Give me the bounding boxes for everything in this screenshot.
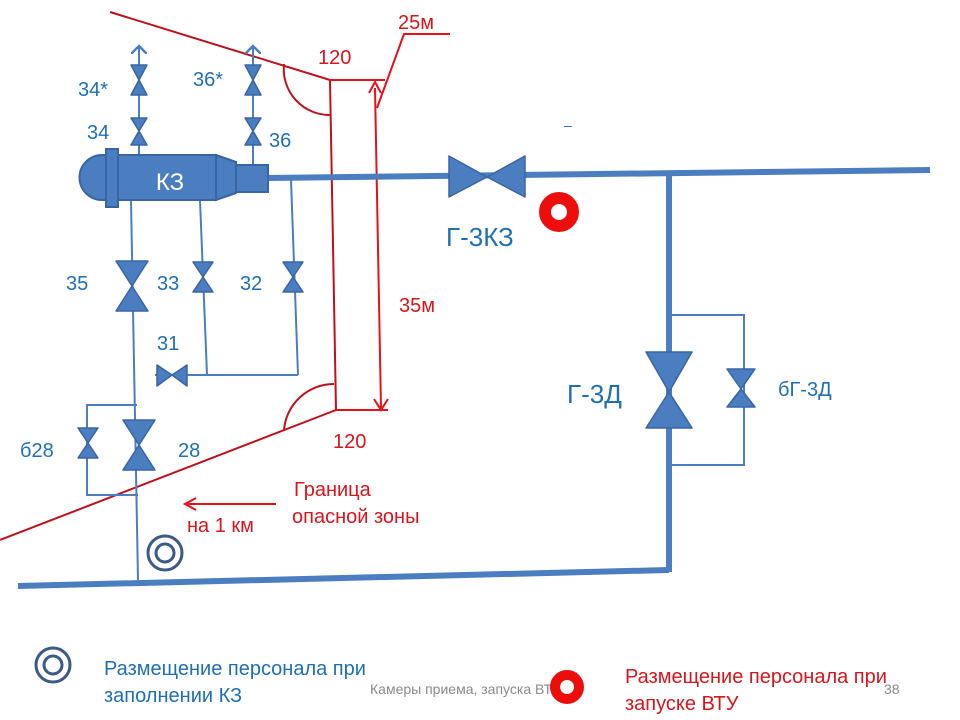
valve-32[interactable] — [282, 261, 304, 293]
red-ring-icon — [539, 192, 579, 232]
personnel-marker-kz — [146, 534, 184, 572]
label-b28: б28 — [20, 440, 54, 462]
bypass-g3d — [669, 314, 745, 466]
red-ring-icon — [550, 670, 584, 704]
valve-34-star[interactable] — [130, 64, 148, 96]
dim-label-35m: 35м — [399, 295, 435, 317]
dim-arrow-up — [368, 79, 382, 94]
bypass-b28 — [86, 404, 138, 496]
angle-arc-bottom — [283, 382, 335, 431]
label-28: 28 — [178, 440, 200, 462]
vessel-nozzle — [235, 164, 269, 193]
valve-b28[interactable] — [77, 427, 99, 459]
valve-36-star[interactable] — [244, 64, 262, 96]
personnel-marker-vtu — [539, 192, 579, 232]
bottom-pipe — [17, 567, 670, 589]
vessel-end-cap — [78, 154, 111, 201]
zone-label-line2: опасной зоны — [292, 506, 419, 528]
distance-label: на 1 км — [187, 515, 254, 537]
drain-35-28 — [130, 199, 139, 581]
vessel-flange — [105, 148, 119, 208]
vessel-reducer — [215, 153, 237, 202]
label-34-star: 34* — [78, 79, 108, 101]
dim-25m-leader — [376, 33, 450, 109]
label-33: 33 — [157, 273, 179, 295]
vessel-body — [117, 154, 217, 201]
legend-vtu-line1: Размещение персонала при — [625, 666, 887, 688]
stray-dash: – — [564, 117, 572, 133]
label-34: 34 — [87, 122, 109, 144]
zone-boundary-top — [109, 11, 331, 81]
legend-kz-filling: Размещение персонала при заполнении КЗ — [34, 646, 366, 707]
dim-35m-line — [374, 87, 382, 409]
distance-arrow-head — [182, 497, 197, 511]
label-35: 35 — [66, 273, 88, 295]
dim-arrow-down — [373, 398, 389, 412]
valve-35[interactable] — [115, 260, 149, 312]
main-pipe — [267, 167, 931, 181]
angle-label-bottom: 120 — [333, 431, 366, 453]
vessel-kz[interactable]: КЗ — [78, 148, 269, 208]
double-circle-icon — [34, 646, 72, 684]
zone-boundary-vertical — [329, 79, 337, 411]
valve-g3kz[interactable] — [448, 155, 526, 198]
valve-28[interactable] — [122, 419, 156, 471]
legend-vtu-launch: Размещение персонала при запуске ВТУ — [550, 666, 887, 715]
angle-label-top: 120 — [318, 47, 351, 69]
valve-g3d[interactable] — [645, 351, 693, 429]
valve-36[interactable] — [244, 117, 262, 146]
zone-label-line1: Граница — [294, 479, 372, 501]
hazard-zone-boundary — [0, 11, 450, 541]
zone-boundary-bottom — [0, 409, 337, 541]
label-g3kz: Г-3КЗ — [446, 222, 514, 252]
label-32: 32 — [240, 273, 262, 295]
label-36-star: 36* — [193, 69, 223, 91]
label-36: 36 — [269, 130, 291, 152]
double-circle-icon — [146, 534, 184, 572]
legend-kz-line2: заполнении КЗ — [104, 685, 242, 707]
valve-34[interactable] — [130, 117, 148, 146]
drain-32 — [290, 179, 299, 376]
dim-label-25m: 25м — [398, 12, 434, 34]
legend-vtu-line2: запуске ВТУ — [625, 693, 739, 715]
pipework — [17, 46, 931, 589]
footer-page-number: 38 — [884, 681, 900, 697]
vessel-label: КЗ — [156, 169, 184, 196]
label-31: 31 — [157, 333, 179, 355]
angle-arc-top — [282, 63, 332, 117]
valve-31[interactable] — [156, 364, 188, 387]
footer-slide-title: Камеры приема, запуска ВТУ — [370, 681, 561, 697]
label-bg3d: бГ-3Д — [778, 379, 832, 401]
valve-33[interactable] — [192, 261, 214, 293]
label-g3d: Г-3Д — [567, 379, 622, 409]
legend-kz-line1: Размещение персонала при — [104, 658, 366, 680]
valve-bg3d[interactable] — [726, 368, 756, 408]
